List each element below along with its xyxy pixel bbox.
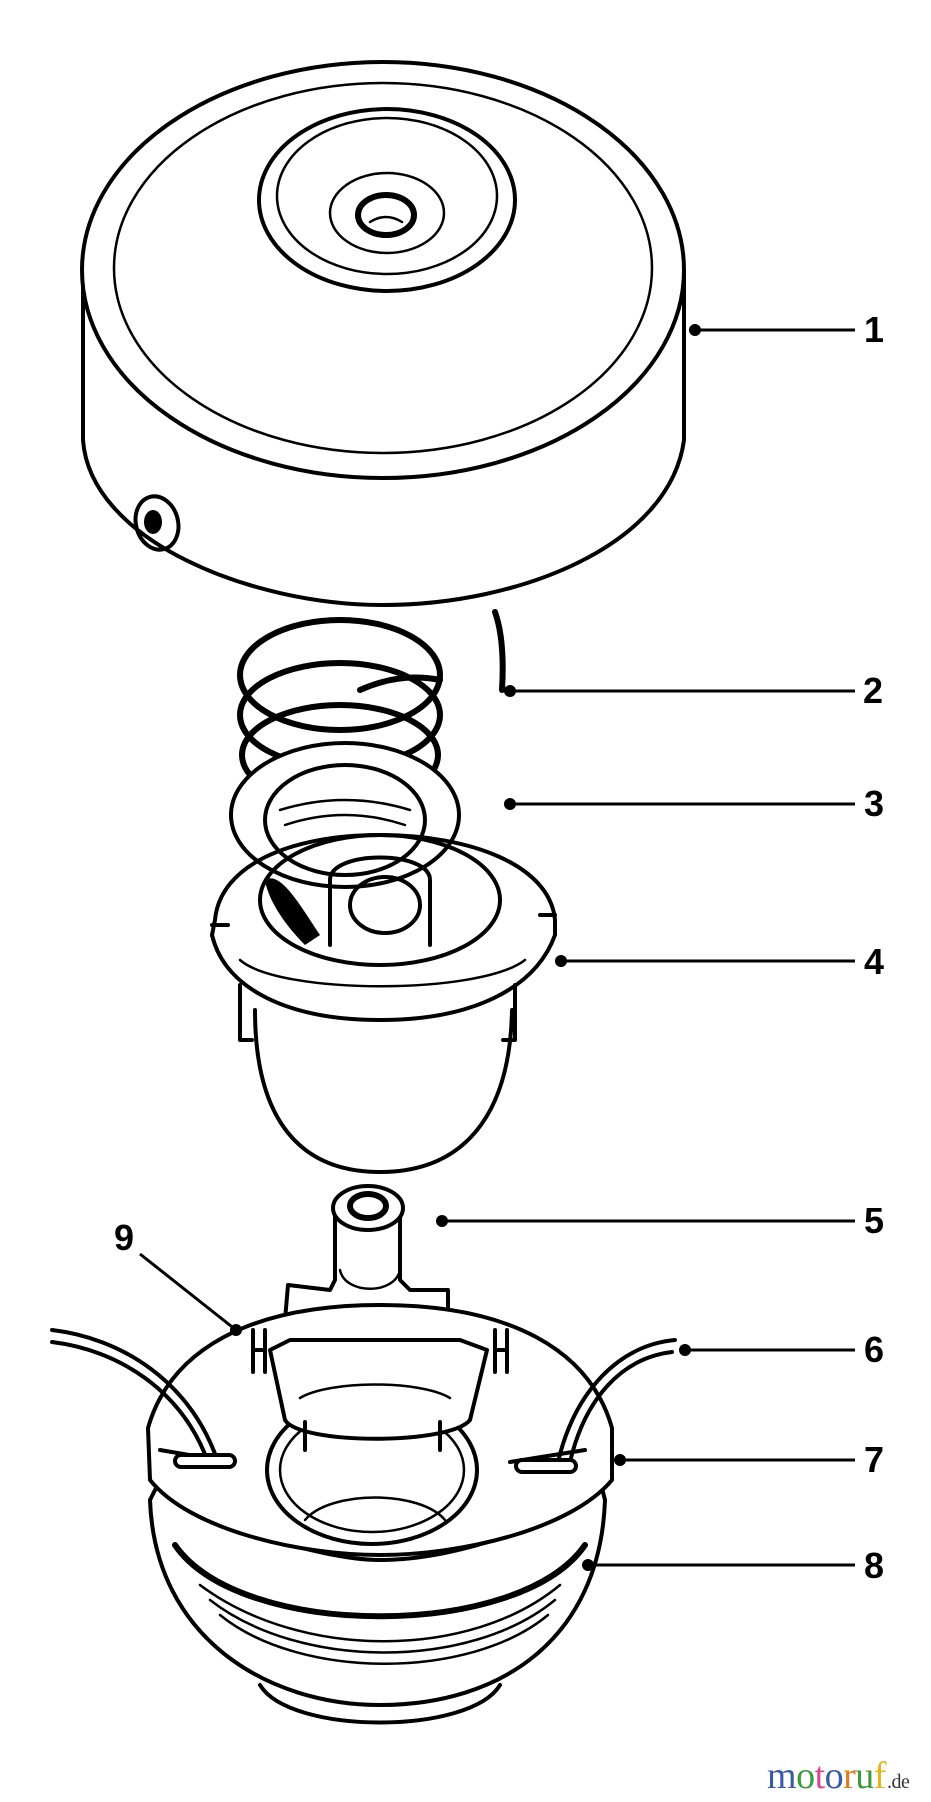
callout-6: 6 [864,1329,885,1370]
part-2-coil-spring [237,609,506,808]
watermark-letter: f [873,1755,887,1797]
part-9-spool-retainer [251,1328,509,1452]
part-4-cup [210,833,557,1174]
part-7-line-eyelet [173,1453,578,1474]
watermark-letter: r [843,1755,856,1797]
callout-1: 1 [864,309,885,350]
watermark-letter: o [824,1755,844,1797]
part-1-spool-cover [80,60,686,607]
watermark-letter: m [767,1755,797,1797]
callout-4: 4 [864,941,885,982]
callout-3: 3 [864,783,885,824]
part-6-trimmer-line [50,1328,677,1464]
watermark-logo: motoruf.de [767,1755,910,1802]
callout-9: 9 [114,1217,135,1258]
part-3-washer [229,741,461,889]
watermark-letter: t [814,1755,826,1797]
callout-7: 7 [864,1439,885,1480]
callout-5: 5 [864,1200,885,1241]
leader-lines [139,324,855,1571]
watermark-tld: .de [886,1771,910,1793]
watermark-letter: o [796,1755,815,1797]
watermark-letter: u [855,1755,874,1797]
callout-2: 2 [863,670,884,711]
callout-8: 8 [864,1545,885,1586]
